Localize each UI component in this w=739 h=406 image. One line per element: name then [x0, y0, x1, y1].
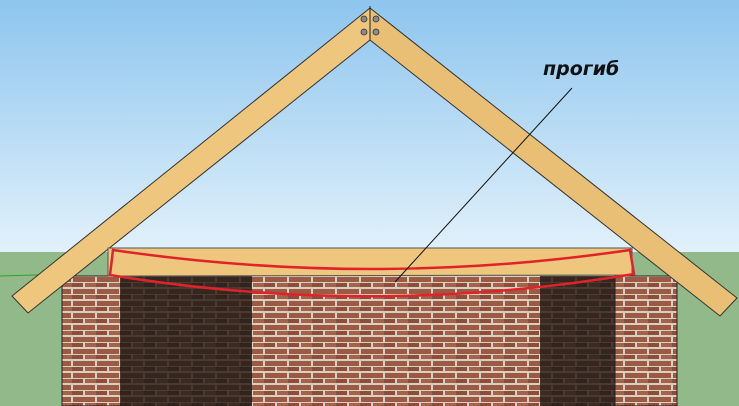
deflection-outline [108, 248, 636, 298]
tie-beam [107, 247, 633, 277]
leader-line [394, 87, 573, 283]
bolt-icon [360, 15, 380, 36]
center-wall [252, 276, 541, 406]
right-wall-inner-shadow [540, 276, 616, 406]
left-wall-pier [61, 275, 123, 406]
left-wall-inner-shadow [120, 276, 253, 406]
deflection-label: прогиб [543, 58, 620, 80]
right-wall-pier [614, 275, 678, 406]
